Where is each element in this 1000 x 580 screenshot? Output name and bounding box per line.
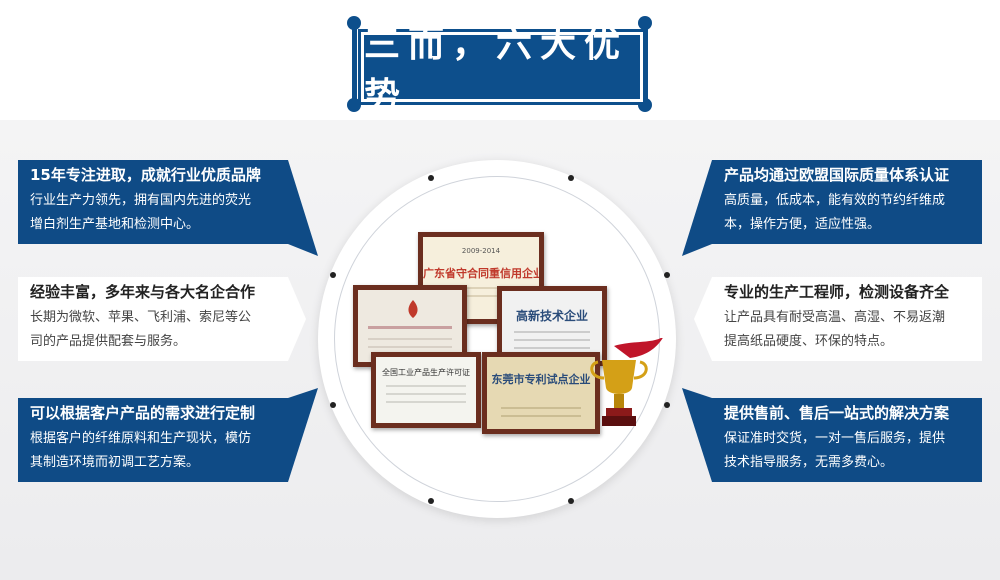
advantage-desc: 让产品具有耐受高温、高湿、不易返潮 提高纸品硬度、环保的特点。 (712, 304, 982, 354)
ring-dot (664, 402, 670, 408)
connector-left-1 (288, 160, 318, 256)
certificate-mid-title: 高新技术企业 (515, 309, 588, 323)
ring-dot (568, 498, 574, 504)
connector-left-2 (288, 277, 306, 361)
ring-dot (330, 272, 336, 278)
certificate-bottom-right-title: 东莞市专利试点企业 (491, 373, 591, 386)
advantage-card-3: 可以根据客户产品的需求进行定制 根据客户的纤维原料和生产现状，模仿 其制造环境而… (18, 398, 288, 482)
flame-logo-icon (408, 300, 418, 318)
advantage-card-5: 专业的生产工程师，检测设备齐全 让产品具有耐受高温、高湿、不易返潮 提高纸品硬度… (712, 277, 982, 361)
advantage-desc-line: 高质量，低成本，能有效的节约纤维成 (724, 193, 946, 208)
advantage-title: 经验丰富，多年来与各大名企合作 (30, 283, 256, 301)
connector-left-3 (288, 388, 318, 482)
advantage-desc: 高质量，低成本，能有效的节约纤维成 本，操作方便，适应性强。 (712, 187, 982, 237)
certificate-bottom-left: 全国工业产品生产许可证 (371, 352, 481, 428)
advantage-title: 15年专注进取，成就行业优质品牌 (30, 166, 261, 184)
ring-dot (330, 402, 336, 408)
advantage-desc-line: 增白剂生产基地和检测中心。 (30, 217, 200, 232)
advantage-desc: 长期为微软、苹果、飞利浦、索尼等公 司的产品提供配套与服务。 (18, 304, 288, 354)
advantage-title: 提供售前、售后一站式的解决方案 (724, 404, 950, 422)
section-title: 三而，六大优势 (364, 23, 629, 117)
advantage-card-6: 提供售前、售后一站式的解决方案 保证准时交货，一对一售后服务，提供 技术指导服务… (712, 398, 982, 482)
advantage-desc-line: 司的产品提供配套与服务。 (30, 334, 187, 349)
connector-right-1 (682, 160, 712, 256)
certificate-bottom-right: 东莞市专利试点企业 (482, 352, 600, 434)
trophy-icon (590, 338, 663, 426)
advantage-desc: 保证准时交货，一对一售后服务，提供 技术指导服务，无需多费心。 (712, 425, 982, 475)
ring-dot (568, 175, 574, 181)
advantage-card-1: 15年专注进取，成就行业优质品牌 行业生产力领先，拥有国内先进的荧光 增白剂生产… (18, 160, 288, 244)
certificate-top-header: 2009-2014 (461, 247, 501, 255)
advantage-desc-line: 行业生产力领先，拥有国内先进的荧光 (30, 193, 252, 208)
advantage-desc-line: 其制造环境而初调工艺方案。 (30, 455, 200, 470)
connector-right-2 (694, 277, 712, 361)
certificate-bottom-left-title: 全国工业产品生产许可证 (382, 368, 470, 377)
advantage-title: 专业的生产工程师，检测设备齐全 (724, 283, 950, 301)
advantage-title: 可以根据客户产品的需求进行定制 (30, 404, 256, 422)
banner-plate: 三而，六大优势 (361, 23, 643, 117)
advantage-desc-line: 技术指导服务，无需多费心。 (724, 455, 894, 470)
ring-dot (664, 272, 670, 278)
advantage-desc-line: 提高纸品硬度、环保的特点。 (724, 334, 894, 349)
advantage-desc-line: 长期为微软、苹果、飞利浦、索尼等公 (30, 310, 252, 325)
advantage-desc-line: 保证准时交货，一对一售后服务，提供 (724, 431, 946, 446)
ring-dot (428, 498, 434, 504)
scroll-stick-left (347, 8, 361, 120)
ring-dot (428, 175, 434, 181)
advantage-card-2: 经验丰富，多年来与各大名企合作 长期为微软、苹果、飞利浦、索尼等公 司的产品提供… (18, 277, 288, 361)
connector-right-3 (682, 388, 712, 482)
advantage-desc: 行业生产力领先，拥有国内先进的荧光 增白剂生产基地和检测中心。 (18, 187, 288, 237)
advantage-title: 产品均通过欧盟国际质量体系认证 (724, 166, 950, 184)
advantage-card-4: 产品均通过欧盟国际质量体系认证 高质量，低成本，能有效的节约纤维成 本，操作方便… (712, 160, 982, 244)
advantage-desc-line: 本，操作方便，适应性强。 (724, 217, 881, 232)
advantage-desc-line: 根据客户的纤维原料和生产现状，模仿 (30, 431, 252, 446)
advantage-desc-line: 让产品具有耐受高温、高湿、不易返潮 (724, 310, 946, 325)
certificate-top-title: 广东省守合同重信用企业 (423, 267, 539, 280)
advantage-desc: 根据客户的纤维原料和生产现状，模仿 其制造环境而初调工艺方案。 (18, 425, 288, 475)
